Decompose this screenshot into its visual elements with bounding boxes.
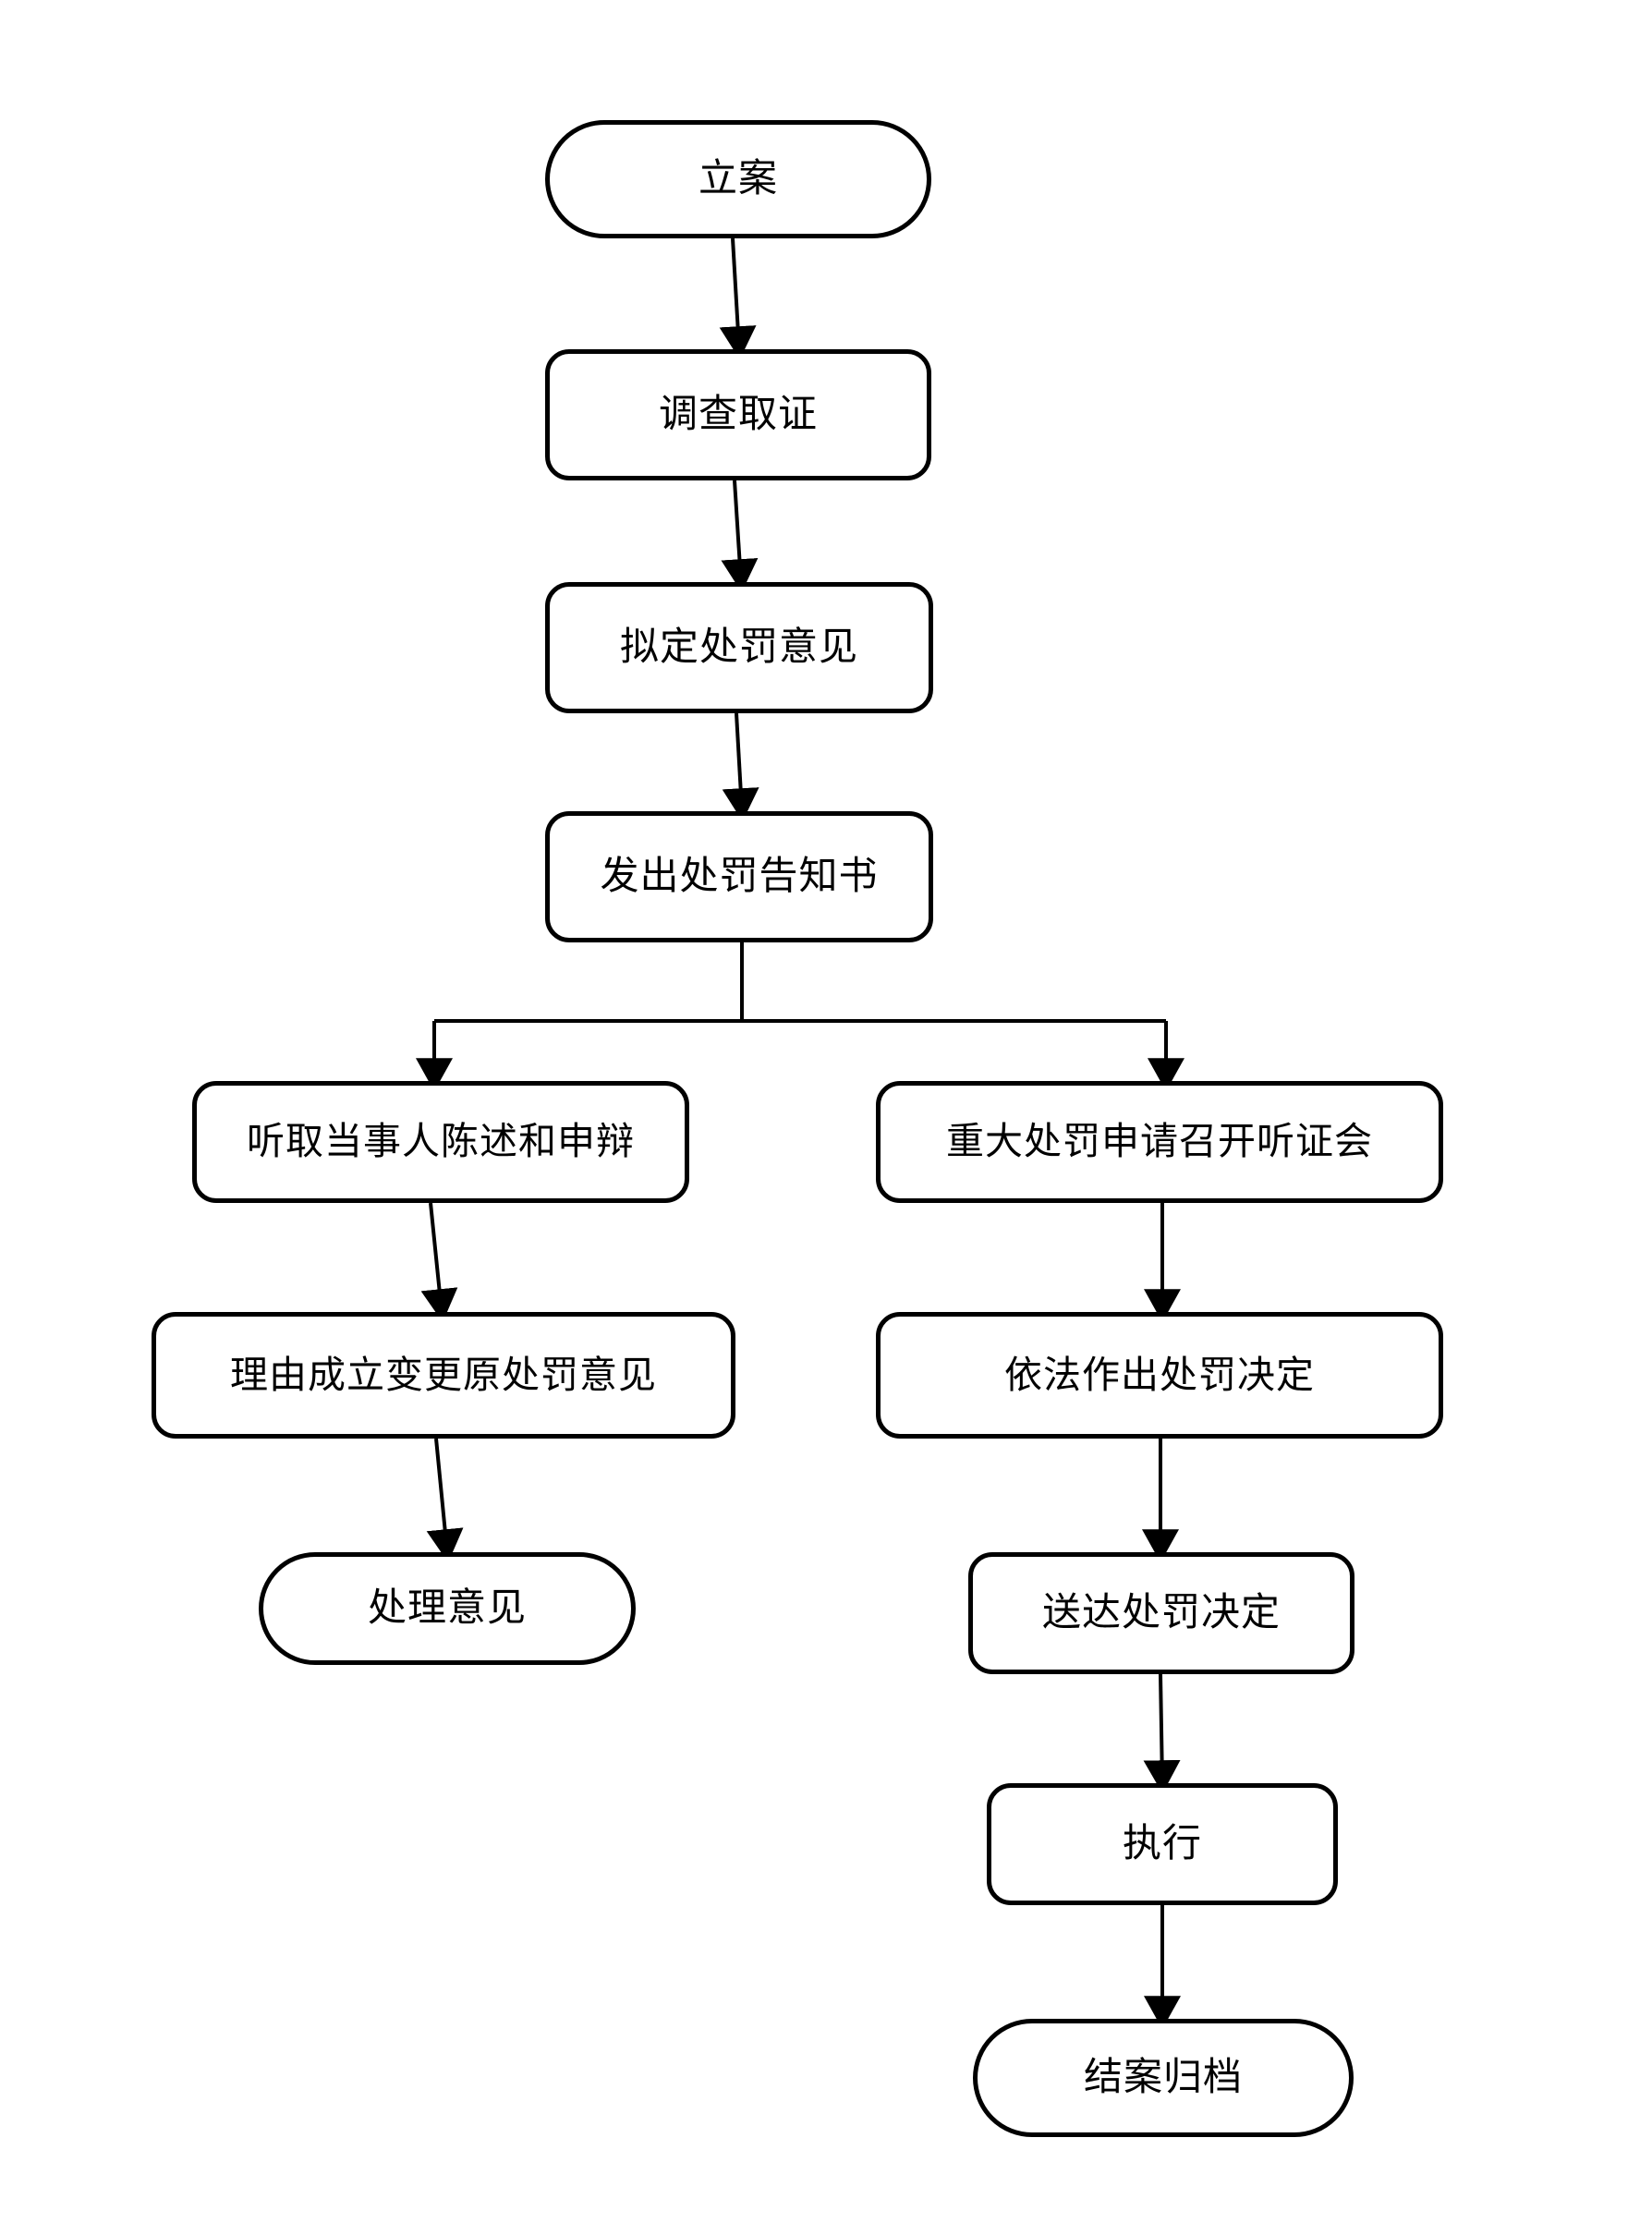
- node-label: 发出处罚告知书: [600, 855, 879, 898]
- node-label: 送达处罚决定: [1041, 1591, 1281, 1634]
- node-song-da-chu-fa-jue-ding[interactable]: 送达处罚决定: [968, 1552, 1354, 1674]
- node-fa-chu-chu-fa-gao-zhi-shu[interactable]: 发出处罚告知书: [545, 811, 933, 942]
- node-yi-fa-zuo-chu-chu-fa-jue-ding[interactable]: 依法作出处罚决定: [876, 1312, 1443, 1439]
- node-chu-li-yi-jian[interactable]: 处理意见: [259, 1552, 636, 1665]
- edge-n1-n2: [719, 237, 757, 360]
- node-label: 理由成立变更原处罚意见: [230, 1353, 657, 1396]
- node-zhong-da-chu-fa-shen-qing-zhao-kai-ting-zheng-hui[interactable]: 重大处罚申请召开听证会: [876, 1081, 1443, 1203]
- node-label: 处理意见: [367, 1586, 527, 1630]
- edge-n5-n6: [420, 1202, 458, 1323]
- node-li-an[interactable]: 立案: [545, 120, 931, 238]
- node-diao-cha-qu-zheng[interactable]: 调查取证: [545, 349, 931, 480]
- edge-n6-n7: [426, 1438, 464, 1563]
- node-zhi-xing[interactable]: 执行: [987, 1783, 1338, 1905]
- node-label: 拟定处罚意见: [619, 626, 858, 669]
- node-li-you-cheng-li-bian-geng-yuan-chu-fa-yi-jian[interactable]: 理由成立变更原处罚意见: [152, 1312, 735, 1439]
- node-ni-ding-chu-fa-yi-jian[interactable]: 拟定处罚意见: [545, 582, 933, 713]
- node-jie-an-gui-dang[interactable]: 结案归档: [973, 2019, 1354, 2137]
- node-label: 调查取证: [658, 393, 818, 436]
- node-label: 听取当事人陈述和申辩: [247, 1120, 635, 1163]
- edge-n10-n11: [1143, 1673, 1181, 1794]
- edge-n3-n4: [722, 712, 759, 822]
- node-label: 重大处罚申请召开听证会: [946, 1120, 1373, 1163]
- node-label: 立案: [698, 157, 778, 200]
- node-label: 结案归档: [1083, 2056, 1243, 2099]
- edge-n2-n3: [721, 480, 759, 593]
- node-label: 执行: [1122, 1822, 1202, 1865]
- node-ting-qu-dang-shi-ren-chen-shu-he-shen-bian[interactable]: 听取当事人陈述和申辩: [192, 1081, 689, 1203]
- node-label: 依法作出处罚决定: [1004, 1353, 1315, 1396]
